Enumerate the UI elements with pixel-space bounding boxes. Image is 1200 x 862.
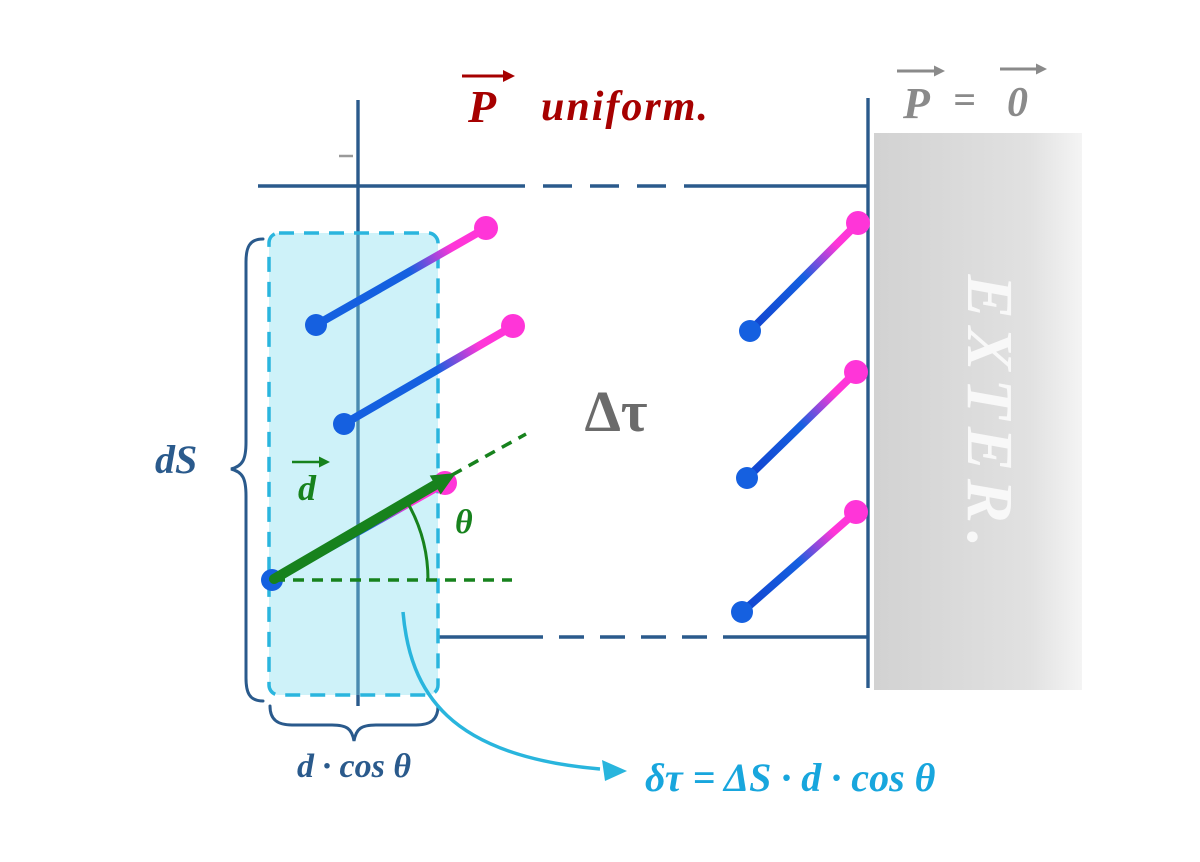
- ds-label: dS: [155, 437, 197, 482]
- displacement-construction: d θ: [269, 432, 527, 584]
- ds-brace: [230, 237, 265, 703]
- ext-p: P: [902, 79, 931, 128]
- exterior-region: [874, 133, 1082, 690]
- positive-charge-dot: [474, 216, 498, 240]
- negative-charge-dot: [305, 314, 327, 336]
- positive-charge-dot: [846, 211, 870, 235]
- title-p-vector-arrowhead: [503, 70, 515, 82]
- dipole: [739, 211, 870, 342]
- dipole: [333, 314, 525, 435]
- theta-label: θ: [455, 504, 473, 541]
- title-uniform: uniform.: [541, 84, 710, 130]
- callout-arrowhead: [602, 760, 627, 781]
- formula-label: δτ = ΔS · d · cos θ: [645, 755, 936, 800]
- dipole: [305, 216, 498, 336]
- thickness-brace: [268, 704, 440, 742]
- negative-charge-dot: [731, 601, 753, 623]
- negative-charge-dot: [739, 320, 761, 342]
- positive-charge-dot: [501, 314, 525, 338]
- positive-charge-dot: [844, 500, 868, 524]
- volume-frame: [258, 98, 870, 706]
- displacement-arrowhead: [429, 473, 456, 495]
- dipole: [731, 500, 868, 623]
- ext-zero: 0: [1007, 80, 1028, 126]
- negative-charge-dot: [736, 467, 758, 489]
- volume-label: Δτ: [584, 379, 647, 444]
- callout-arrow: [401, 611, 601, 771]
- negative-charge-dot: [333, 413, 355, 435]
- ext-equals: =: [953, 77, 976, 122]
- title-p: P: [467, 81, 497, 132]
- d-vector-arrowhead: [319, 456, 330, 468]
- exterior-band-label: EXTER.: [953, 274, 1026, 556]
- exterior-polarization-label: P = 0: [897, 63, 1047, 128]
- polarization-title: P uniform.: [462, 70, 710, 132]
- ext-zero-vector-arrowhead: [1036, 63, 1047, 75]
- thickness-label: d · cos θ: [297, 748, 411, 785]
- displacement-dashed-extension: [451, 432, 527, 477]
- displacement-arrow: [269, 480, 440, 584]
- angle-arc: [404, 499, 430, 581]
- ext-p-vector-arrowhead: [934, 65, 945, 77]
- d-vector-label: d: [298, 468, 317, 508]
- dipole: [736, 360, 868, 489]
- positive-charge-dot: [844, 360, 868, 384]
